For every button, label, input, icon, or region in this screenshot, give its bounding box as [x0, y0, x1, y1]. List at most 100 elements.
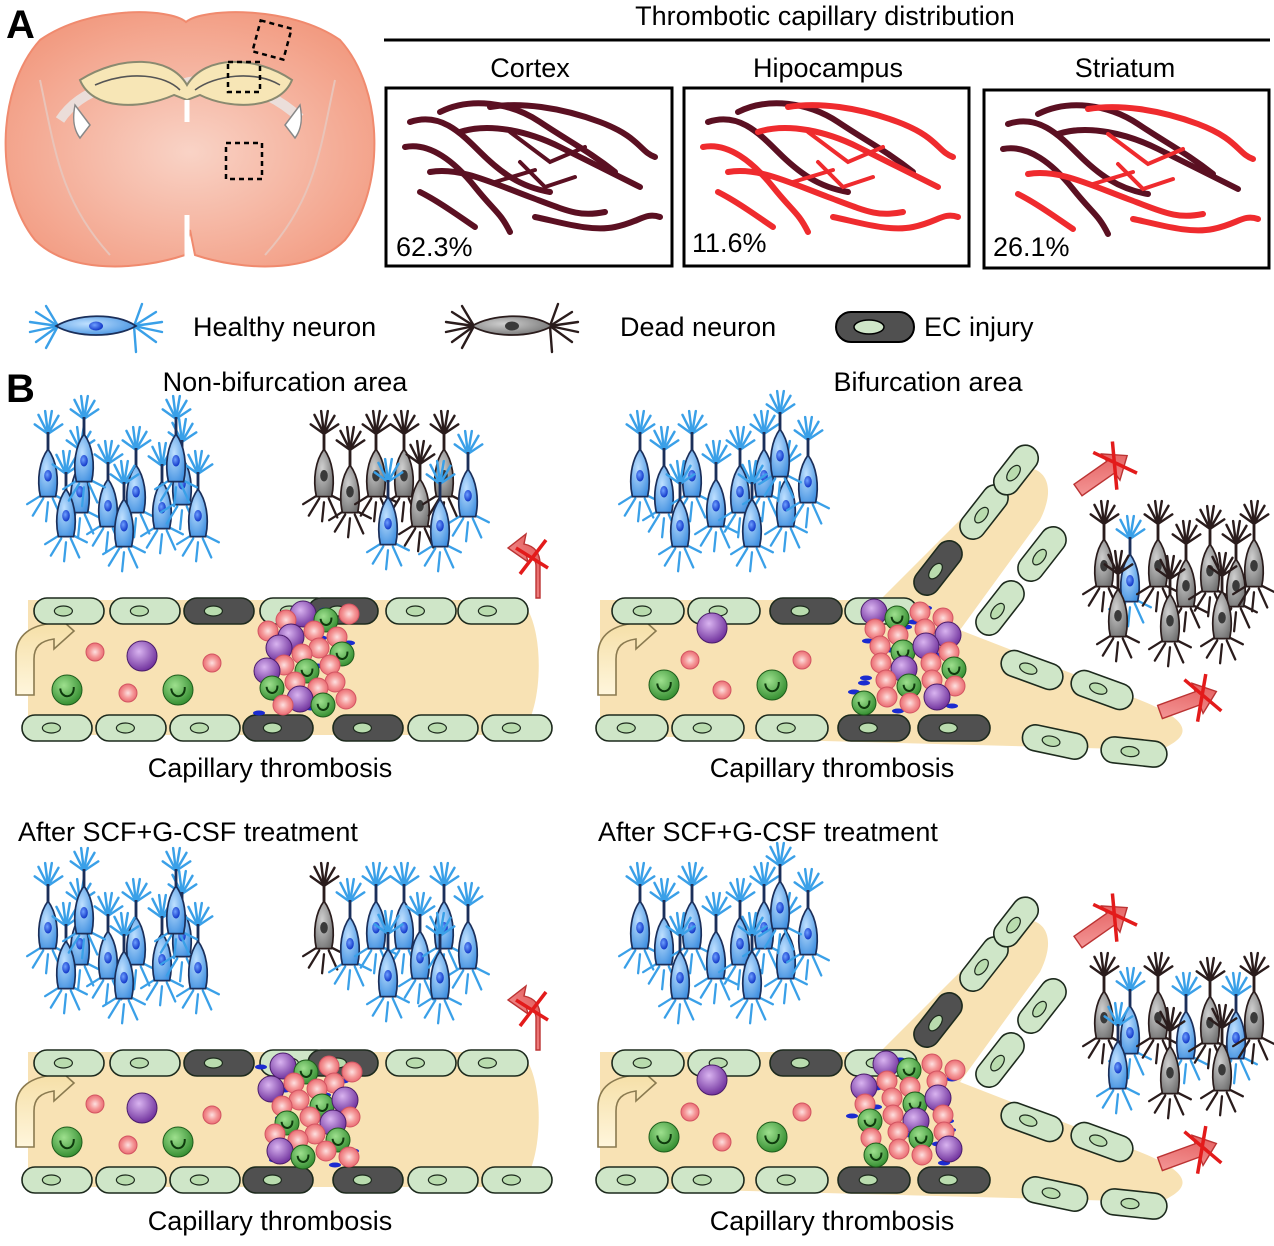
dead-neuron-icon: [1081, 951, 1127, 1065]
leukocyte: [863, 1142, 889, 1168]
red-blood-cell: [944, 675, 966, 697]
injured-endothelial-cell: [769, 1049, 843, 1077]
healthy-neuron-icon: [729, 911, 775, 1025]
injured-endothelial-cell: [242, 714, 314, 742]
red-blood-cell: [888, 1138, 910, 1160]
red-blood-cell: [712, 1132, 732, 1152]
endothelial-cell: [1100, 736, 1168, 768]
red-blood-cell: [712, 680, 732, 700]
leukocyte: [310, 692, 336, 718]
capillary-segment: [487, 102, 658, 160]
legend-ec-label: EC injury: [924, 312, 1034, 342]
healthy-neuron-icon: [729, 459, 775, 573]
capillary-segment: [705, 116, 851, 195]
healthy-neuron-icon: [785, 415, 831, 529]
capillary-segment: [1015, 191, 1076, 232]
red-blood-cell: [944, 1059, 966, 1081]
healthy-neuron-icon: [175, 449, 221, 563]
dead-neuron-icon: [301, 861, 347, 975]
endothelial-cell: [595, 714, 669, 742]
healthy-neuron-icon: [113, 877, 159, 991]
capillary-box-cortex: 62.3%: [384, 86, 674, 268]
monocyte: [126, 640, 158, 672]
capillary-segment: [1055, 126, 1241, 192]
blood-flow-arrow: [597, 611, 658, 696]
endothelial-cell: [755, 714, 829, 742]
endothelial-cell: [755, 1166, 829, 1194]
red-blood-cell: [680, 650, 700, 670]
red-blood-cell: [792, 650, 812, 670]
scene-bifurcation-after: [595, 841, 1274, 1220]
treatment-title-1: After SCF+G-CSF treatment: [18, 817, 358, 847]
leukocyte: [941, 656, 967, 682]
leukocyte: [51, 674, 83, 706]
endothelial-cell: [1000, 649, 1064, 691]
region-cortex-label: Cortex: [490, 53, 570, 83]
leukocyte: [290, 1144, 316, 1170]
endothelial-cell: [95, 714, 167, 742]
scene-non-bifurcation-after: [15, 846, 553, 1194]
dead-neuron-icon: [1231, 499, 1274, 613]
endothelial-cell: [481, 1166, 553, 1194]
red-blood-cell: [341, 1061, 363, 1083]
endothelial-cell: [21, 714, 93, 742]
striatum-percent: 26.1%: [993, 232, 1070, 262]
leukocyte: [896, 673, 922, 699]
blocked-flow-arrow: [1156, 673, 1223, 723]
platelet: [846, 1113, 858, 1119]
distribution-title: Thrombotic capillary distribution: [635, 1, 1015, 31]
dead-neuron-icon: [397, 439, 443, 553]
dead-neuron-icon: [1095, 549, 1141, 663]
healthy-neuron-icon: [61, 846, 107, 960]
scene-bifurcation-before: [595, 389, 1274, 768]
leukocyte: [51, 1126, 83, 1158]
endothelial-cell: [1070, 1121, 1134, 1163]
platelet: [860, 675, 872, 681]
healthy-neuron-icon: [693, 439, 739, 553]
capillary-box-striatum: 26.1%: [982, 88, 1271, 270]
healthy-neuron-icon: [43, 901, 89, 1015]
monocyte: [266, 1137, 294, 1165]
blocked-flow-arrow: [1073, 893, 1138, 949]
platelet: [858, 680, 870, 686]
capillary-segment: [735, 100, 916, 175]
injured-endothelial-cell: [917, 1166, 991, 1194]
injured-endothelial-cell: [917, 714, 991, 742]
dead-neuron-icon: [1147, 554, 1193, 668]
injured-endothelial-cell: [913, 540, 963, 596]
thrombus: [255, 1052, 363, 1170]
red-blood-cell: [876, 686, 898, 708]
endothelial-cell: [457, 1049, 529, 1077]
healthy-neuron-icon: [757, 841, 803, 955]
red-blood-cell: [792, 1102, 812, 1122]
capillary-segment: [493, 168, 537, 184]
capillary-segment: [1035, 102, 1216, 177]
endothelial-cell: [1100, 1188, 1168, 1220]
capillary-segment: [806, 130, 885, 165]
healthy-neuron-icon: [61, 394, 107, 508]
capillary-segment: [715, 189, 776, 230]
hippocampus: [78, 60, 294, 106]
capillary-segment: [1025, 170, 1206, 219]
monocyte: [923, 683, 951, 711]
dead-neuron-icon: [444, 302, 580, 354]
injured-endothelial-cell: [242, 1166, 314, 1194]
dead-neuron-icon: [1199, 1003, 1245, 1117]
leukocyte: [896, 1057, 922, 1083]
endothelial-cell: [407, 1166, 479, 1194]
endothelial-cell: [1000, 1101, 1064, 1143]
healthy-neuron-icon: [785, 867, 831, 981]
red-blood-cell: [335, 688, 357, 710]
endothelial-cell: [385, 1049, 457, 1077]
thrombosis-label-1: Capillary thrombosis: [148, 753, 393, 783]
blocked-flow-arrow: [506, 532, 549, 599]
leukocyte: [648, 1121, 680, 1153]
injured-endothelial-cell: [769, 597, 843, 625]
leukocyte: [756, 669, 788, 701]
blood-flow-arrow: [597, 1063, 658, 1148]
legend-healthy-label: Healthy neuron: [193, 312, 376, 342]
red-blood-cell: [118, 1135, 138, 1155]
endothelial-cell: [611, 1049, 685, 1077]
capillary-segment: [407, 116, 553, 195]
healthy-neuron-icon: [657, 459, 703, 573]
